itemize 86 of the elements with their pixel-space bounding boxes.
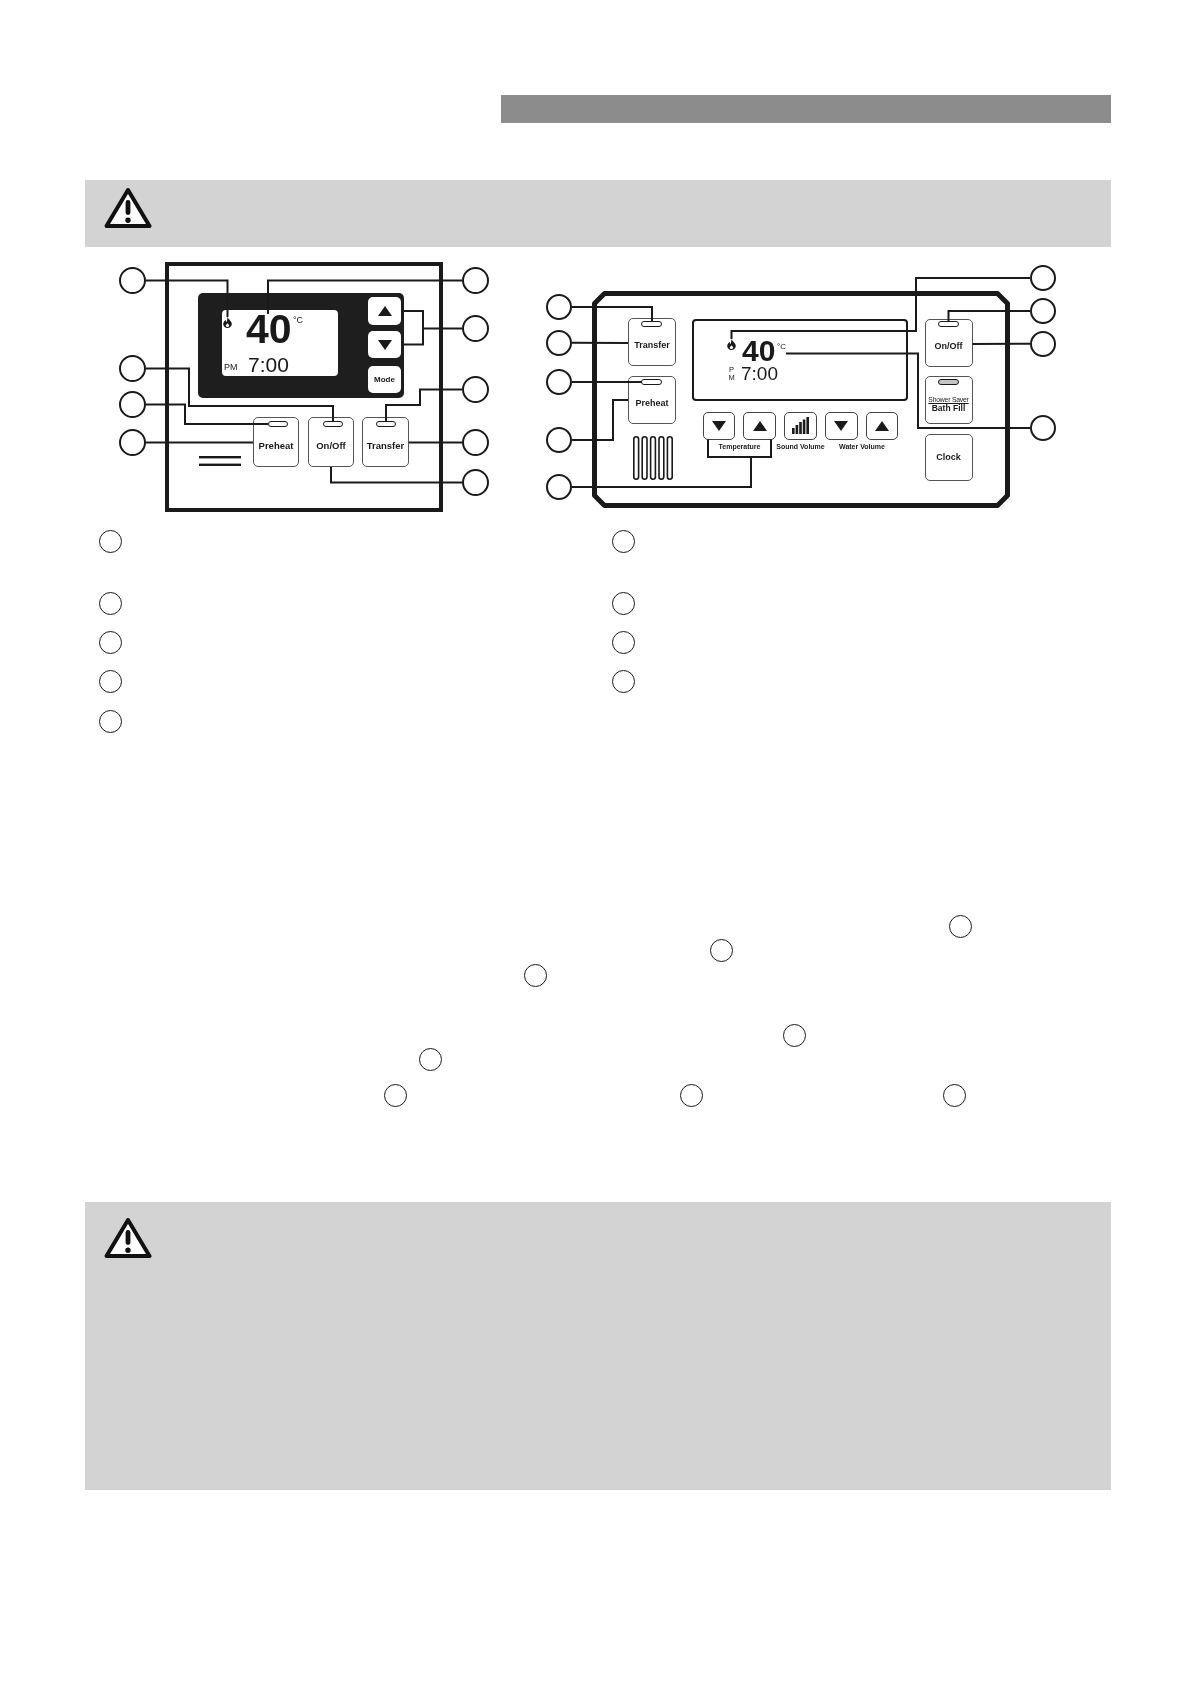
callout-circle	[679, 1083, 703, 1107]
callout-circle	[462, 469, 489, 496]
leader-line	[145, 441, 254, 444]
indicator-lamp	[937, 321, 959, 327]
leader-line	[330, 466, 463, 484]
callout-circle	[462, 267, 489, 294]
lcd-screen	[222, 310, 338, 376]
callout-circle	[948, 914, 972, 938]
push-button: Preheat	[253, 417, 299, 467]
leader-line	[145, 367, 334, 422]
callout-circle	[99, 669, 122, 693]
callout-circle	[1030, 331, 1056, 357]
callout-circle	[462, 429, 489, 456]
leader-line	[408, 441, 463, 444]
push-button: On/Off	[308, 417, 354, 467]
temperature-digits: 40	[246, 314, 292, 345]
indicator-lamp	[937, 378, 959, 385]
callout-circle	[119, 267, 146, 294]
leader-line	[971, 342, 1031, 345]
callout-circle	[383, 1083, 407, 1107]
leader-line	[785, 352, 1031, 429]
unit-symbol: °C	[777, 343, 786, 351]
push-button	[825, 411, 858, 440]
push-button	[784, 411, 817, 440]
callout-circle	[546, 330, 572, 356]
callout-circle	[611, 630, 635, 654]
callout-circle	[709, 938, 733, 962]
callout-circle	[1030, 415, 1056, 441]
temperature-digits: 40	[742, 340, 776, 363]
leader-line	[385, 388, 463, 422]
leader-line	[571, 306, 653, 323]
callout-circle	[462, 315, 489, 342]
indicator-lamp	[641, 378, 662, 385]
am-pm-indicator: PM	[224, 363, 238, 372]
indicator-lamp	[322, 420, 343, 427]
callout-circle	[546, 369, 572, 395]
callout-circle	[119, 391, 146, 418]
callout-circle	[99, 630, 122, 654]
callout-circle	[99, 709, 122, 733]
leader-line	[145, 403, 269, 425]
push-button: Transfer	[628, 318, 676, 366]
clock-digits: 7:00	[741, 367, 778, 382]
leader-line	[730, 277, 1031, 340]
callout-circle	[942, 1083, 966, 1107]
callout-circle	[119, 429, 146, 456]
leader-line	[947, 310, 1031, 323]
leader-line	[571, 381, 643, 383]
indicator-lamp	[267, 420, 288, 427]
push-button	[368, 297, 401, 325]
display-bezel	[198, 293, 404, 398]
leader-line	[267, 279, 463, 315]
callout-circle	[546, 294, 572, 320]
callout-circle	[418, 1047, 442, 1071]
unit-symbol: °C	[293, 316, 304, 325]
flame-icon	[223, 317, 232, 328]
callout-circle	[611, 669, 635, 693]
callout-circle	[1030, 265, 1056, 291]
leader-line	[571, 341, 629, 344]
leader-line	[145, 279, 229, 318]
indicator-lamp	[641, 321, 662, 327]
callout-circle	[523, 963, 547, 987]
indicator-lamp	[375, 420, 396, 427]
clock-digits: 7:00	[248, 357, 289, 373]
push-button	[866, 411, 898, 440]
callout-circle	[782, 1023, 806, 1047]
flame-icon	[727, 339, 736, 350]
callout-circle	[99, 591, 122, 615]
callout-circle	[611, 529, 635, 553]
callout-circle	[1030, 298, 1056, 324]
lcd-screen	[692, 319, 908, 401]
control-panel	[592, 291, 1010, 508]
callout-circle	[546, 474, 572, 500]
push-button: Preheat	[628, 376, 676, 424]
push-button: Mode	[368, 366, 401, 393]
push-button	[368, 331, 401, 358]
leader-line	[571, 399, 629, 441]
callout-circle	[99, 529, 122, 553]
push-button: Clock	[924, 434, 973, 481]
callout-circle	[119, 355, 146, 382]
control-panel	[165, 262, 443, 512]
callout-circle	[462, 376, 489, 403]
callout-circle	[611, 591, 635, 615]
push-button: Transfer	[362, 417, 409, 467]
callout-circle	[546, 427, 572, 453]
push-button	[743, 411, 776, 440]
push-button: On/Off	[924, 318, 973, 367]
